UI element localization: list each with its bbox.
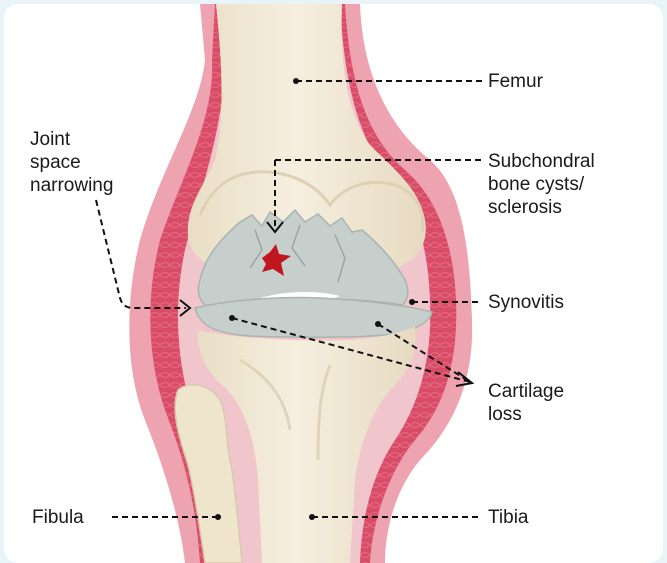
label-joint-space-line3: narrowing — [30, 174, 113, 197]
label-subchondral-line2: bone cysts/ — [488, 173, 595, 196]
label-joint-space-line2: space — [30, 151, 113, 174]
label-cartilage-line1: Cartilage — [488, 380, 564, 403]
label-cartilage-loss: Cartilage loss — [488, 380, 564, 426]
label-tibia: Tibia — [488, 506, 528, 529]
label-subchondral-line3: sclerosis — [488, 196, 595, 219]
label-joint-space-narrowing: Joint space narrowing — [30, 128, 113, 197]
label-cartilage-line2: loss — [488, 403, 564, 426]
label-subchondral: Subchondral bone cysts/ sclerosis — [488, 150, 595, 219]
label-joint-space-line1: Joint — [30, 128, 113, 151]
label-femur: Femur — [488, 70, 543, 93]
label-fibula: Fibula — [32, 506, 84, 529]
label-subchondral-line1: Subchondral — [488, 150, 595, 173]
label-synovitis: Synovitis — [488, 291, 564, 314]
